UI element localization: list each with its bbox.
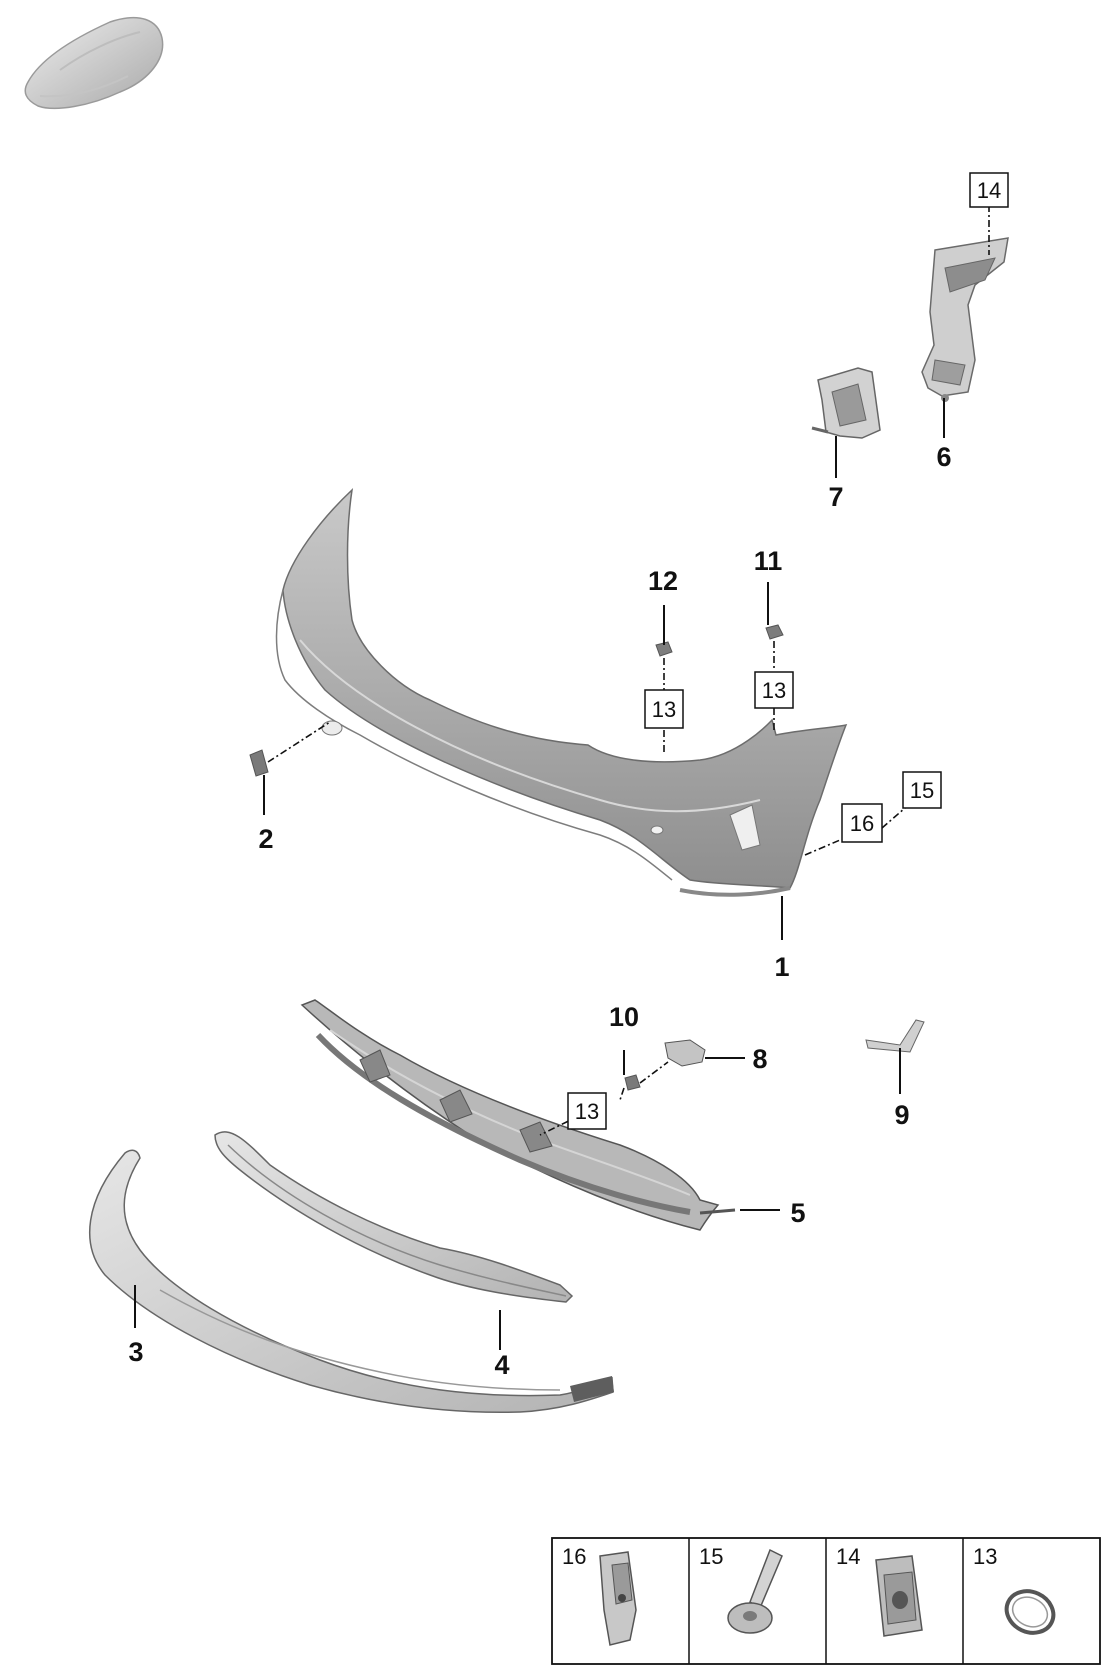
part-6-side-bracket [921,237,1009,402]
callout-8: 8 [752,1044,767,1074]
boxed-ref-13-c: 13 [567,1092,607,1130]
callout-3: 3 [128,1337,143,1367]
callout-2: 2 [258,824,273,854]
svg-text:13: 13 [762,678,786,703]
part-7-mount-bracket [811,367,881,439]
callout-6: 6 [936,442,951,472]
clip-nut-icon [599,1551,637,1646]
callout-9: 9 [894,1100,909,1130]
callout-7: 7 [828,482,843,512]
vehicle-thumbnail [24,16,164,110]
part-3-lower-lip [89,1149,614,1414]
svg-text:16: 16 [562,1544,586,1569]
legend-cell-15: 15 [699,1544,783,1634]
callout-5: 5 [790,1198,805,1228]
svg-text:13: 13 [652,697,676,722]
svg-text:15: 15 [910,778,934,803]
svg-text:14: 14 [836,1544,860,1569]
legend-cell-13: 13 [973,1544,1056,1635]
boxed-ref-14: 14 [969,172,1009,208]
boxed-ref-16: 16 [841,803,883,843]
clip-nut-icon [875,1555,923,1637]
part-5-grille-frame [300,999,736,1231]
svg-text:14: 14 [977,178,1001,203]
svg-text:15: 15 [699,1544,723,1569]
part-2-cover-cap [249,749,269,777]
part-8-sensor-bracket [664,1039,706,1067]
svg-text:13: 13 [973,1544,997,1569]
boxed-ref-13-b: 13 [754,671,794,709]
legend-cell-16: 16 [562,1544,637,1646]
part-4-middle-spoiler [214,1131,574,1303]
svg-text:13: 13 [575,1099,599,1124]
callout-11: 11 [754,546,783,576]
svg-text:16: 16 [850,811,874,836]
part-1-bumper-cover [275,487,848,897]
part-10-clip [624,1074,641,1091]
part-11-clip [765,624,784,640]
callout-10: 10 [609,1002,639,1032]
callout-4: 4 [494,1350,509,1380]
boxed-ref-13-a: 13 [644,689,684,729]
part-9-trim-piece [865,1019,925,1053]
screw-icon [727,1548,783,1634]
hardware-legend: 16 15 14 13 [551,1537,1101,1665]
legend-cell-14: 14 [836,1544,923,1637]
boxed-ref-15: 15 [902,771,942,809]
leader-lines [134,398,945,1350]
seal-ring-icon [1004,1589,1056,1635]
callout-1: 1 [774,952,789,982]
callout-12: 12 [648,566,678,596]
